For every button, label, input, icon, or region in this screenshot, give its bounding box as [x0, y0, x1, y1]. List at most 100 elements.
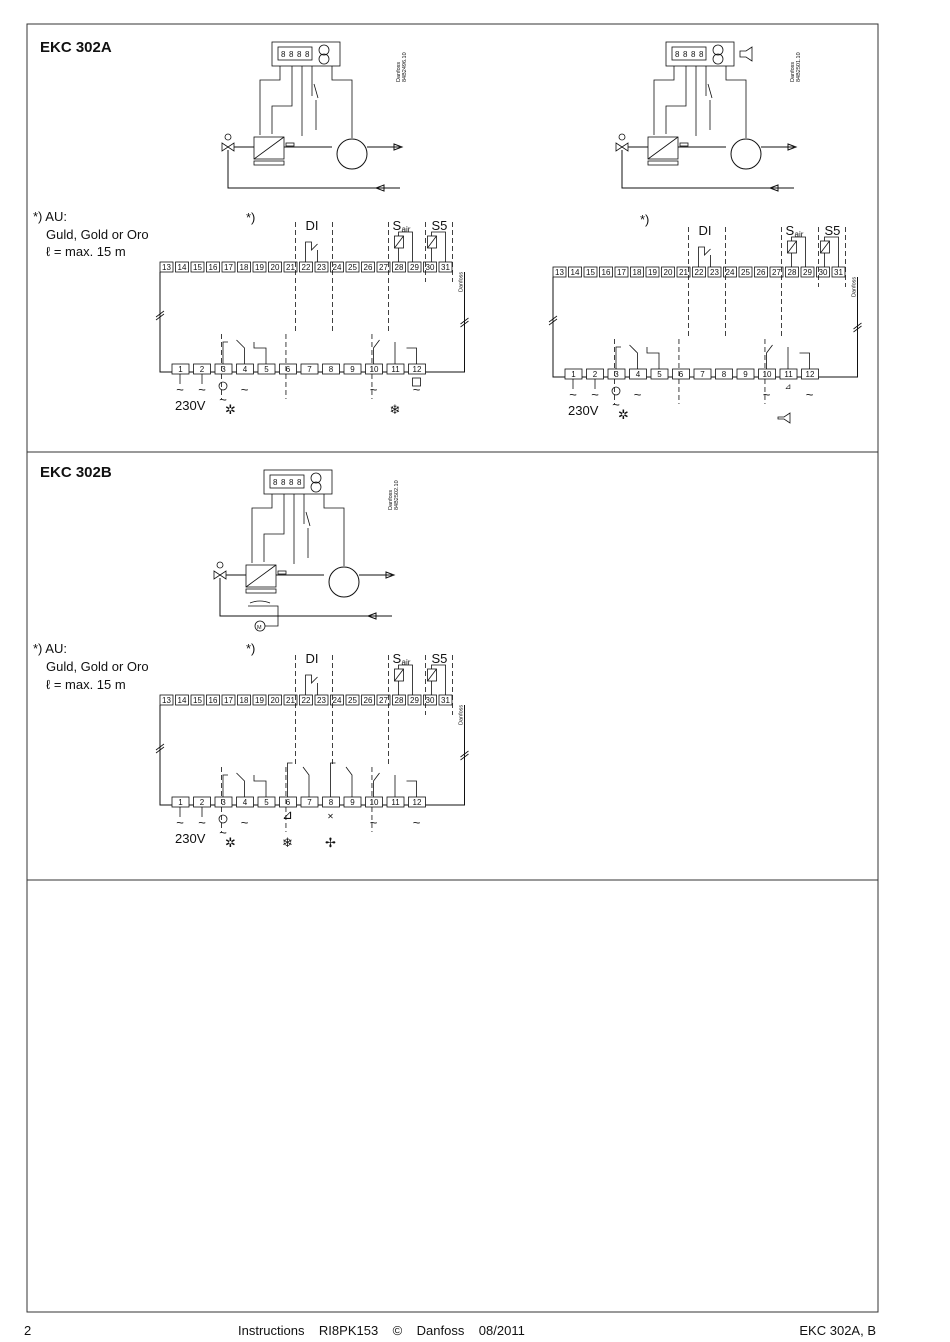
- terminal-top: [237, 694, 251, 706]
- terminal-top: [283, 694, 298, 706]
- terminal-bottom: [736, 368, 755, 380]
- terminal-bottom: [322, 796, 340, 808]
- display-digit: 8: [305, 50, 310, 59]
- heater: [647, 160, 679, 166]
- terminal-number: 13: [162, 263, 171, 272]
- terminal-number: 24: [333, 263, 342, 272]
- display-digit: 8: [675, 50, 680, 59]
- wire: [394, 668, 404, 682]
- s-air-subscript: air: [402, 225, 411, 234]
- terminal-top: [330, 694, 344, 706]
- controller-body: [159, 705, 465, 806]
- wire: [820, 240, 830, 254]
- relay-contact: [330, 762, 353, 797]
- ac-symbol: ~: [241, 815, 249, 830]
- switch: [313, 83, 319, 99]
- wire: [398, 664, 413, 695]
- reference-marker: *): [640, 212, 649, 227]
- terminal-number: 29: [410, 263, 419, 272]
- wire: [259, 66, 281, 135]
- terminal-number: 28: [395, 263, 404, 272]
- terminal-bottom: [236, 363, 254, 375]
- terminal-number: 28: [395, 696, 404, 705]
- au-note-line1: Guld, Gold or Oro: [46, 227, 149, 242]
- terminal-top: [252, 261, 267, 273]
- terminal-number: 1: [571, 370, 576, 379]
- terminal-bottom: [279, 363, 297, 375]
- temp-sensor: [679, 142, 689, 147]
- supply-voltage-label: 230V: [175, 831, 206, 846]
- terminal-bottom: [257, 363, 276, 375]
- terminal-number: 26: [364, 263, 373, 272]
- terminal-number: 31: [441, 696, 450, 705]
- terminal-number: 5: [657, 370, 662, 379]
- section-title-ekc302b: EKC 302B: [40, 464, 112, 481]
- terminal-number: 18: [633, 268, 642, 277]
- display-digit: 8: [289, 478, 294, 487]
- terminal-bottom: [693, 368, 712, 380]
- terminal-number: 11: [784, 370, 793, 379]
- terminal-number: 4: [243, 798, 248, 807]
- terminal-top: [599, 266, 613, 278]
- terminal-number: 25: [348, 696, 357, 705]
- defrost-icon: ❄: [390, 402, 401, 417]
- terminal-top: [268, 261, 282, 273]
- terminal-number: 2: [200, 365, 205, 374]
- relay-contact: [766, 344, 810, 369]
- flow-arrow: [393, 143, 404, 151]
- terminal-number: 12: [806, 370, 815, 379]
- wire: [394, 235, 404, 249]
- terminal-top: [816, 266, 830, 278]
- terminal-top: [754, 266, 768, 278]
- sensor-bulb: [216, 561, 224, 569]
- terminal-bottom: [386, 363, 405, 375]
- terminal-top: [221, 694, 236, 706]
- terminal-top: [568, 266, 582, 278]
- terminal-bottom: [343, 796, 362, 808]
- drawing-code: Danfoss: [396, 62, 402, 82]
- di-switch: [698, 246, 711, 267]
- terminal-number: 16: [602, 268, 611, 277]
- terminal-top: [692, 266, 706, 278]
- di-switch: [305, 674, 318, 695]
- footer-center: Instructions RI8PK153 © Danfoss 08/2011: [238, 1323, 525, 1338]
- terminal-top: [159, 694, 174, 706]
- terminal-number: 29: [803, 268, 812, 277]
- terminal-top: [552, 266, 567, 278]
- display-digit: 8: [289, 50, 294, 59]
- terminal-number: 3: [221, 798, 226, 807]
- wire: [227, 150, 400, 189]
- terminal-top: [299, 694, 313, 706]
- terminal-bottom: [715, 368, 733, 380]
- terminal-top: [785, 266, 799, 278]
- relay-contact: [373, 339, 417, 364]
- display-button: [712, 53, 724, 65]
- alarm-horn-icon: [739, 46, 753, 62]
- fan-icon: ✕: [327, 812, 334, 821]
- display-button: [318, 44, 330, 56]
- display-button: [310, 481, 322, 493]
- terminal-top: [376, 694, 391, 706]
- heater: [245, 588, 277, 594]
- ac-symbol: ~: [763, 387, 771, 402]
- terminal-bottom: [629, 368, 647, 380]
- terminal-number: 25: [348, 263, 357, 272]
- au-note-marker: *) AU:: [33, 209, 67, 224]
- terminal-number: 10: [370, 798, 379, 807]
- relay-contact: [222, 772, 267, 797]
- terminal-number: 29: [410, 696, 419, 705]
- wire: [647, 136, 679, 160]
- terminal-number: 12: [413, 798, 422, 807]
- display-digit: 8: [699, 50, 704, 59]
- wire: [331, 66, 353, 138]
- supply-voltage-label: 230V: [175, 398, 206, 413]
- ac-symbol: ~: [612, 397, 620, 412]
- temp-sensor: [277, 570, 287, 575]
- terminal-number: 13: [555, 268, 564, 277]
- ac-symbol: ~: [370, 815, 378, 830]
- terminal-number: 19: [255, 263, 264, 272]
- break-mark: [853, 322, 862, 333]
